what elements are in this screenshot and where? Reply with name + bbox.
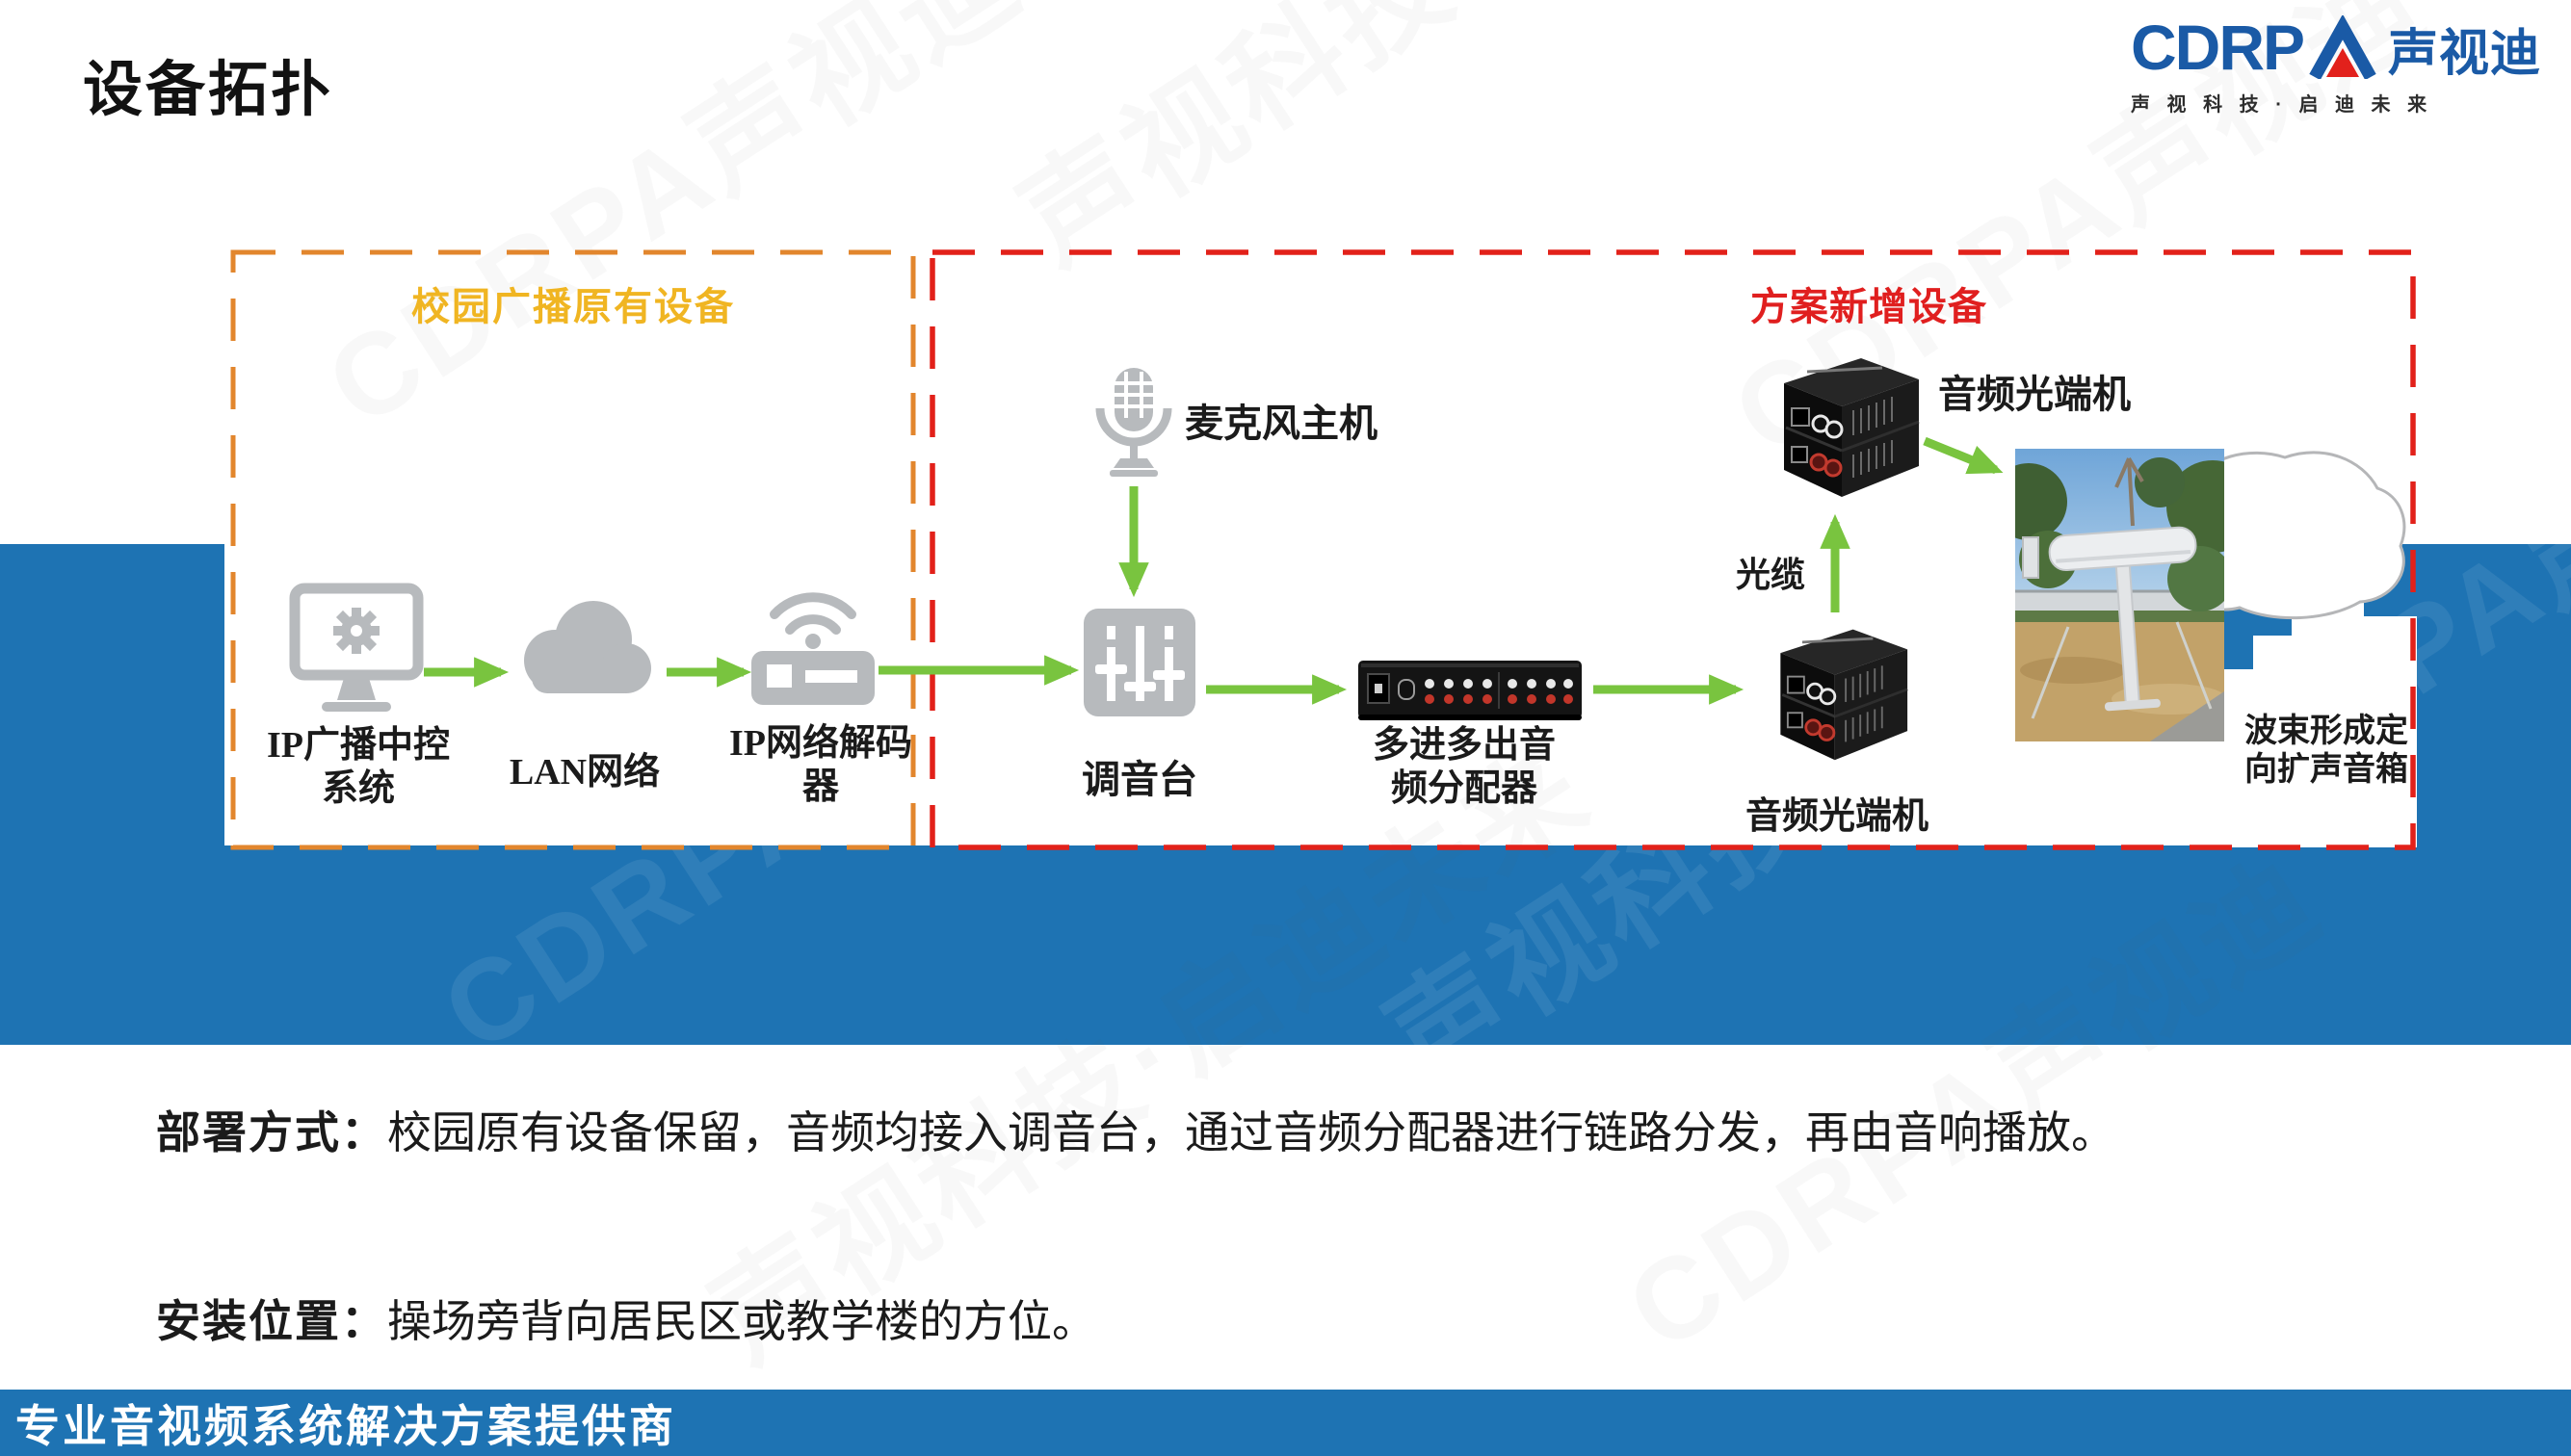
legacy-box-title: 校园广播原有设备 bbox=[411, 285, 735, 328]
label-speaker: 波束形成定 向扩声音箱 bbox=[2244, 713, 2408, 790]
arrow-optical-to-speaker bbox=[1923, 436, 2004, 475]
watermark: CDRPA声视迪 bbox=[289, 0, 1047, 458]
page-title: 设备拓扑 bbox=[83, 57, 334, 123]
label-optical-top: 音频光端机 bbox=[1938, 373, 2131, 416]
mixer-sliders-icon bbox=[1084, 609, 1195, 716]
audio-distributor-photo bbox=[1358, 661, 1582, 720]
microphone-icon bbox=[1095, 368, 1172, 477]
company-logo: CDRP 声视迪 声 视 科 技 · 启 迪 未 来 bbox=[2131, 15, 2564, 117]
optical-terminal-photo bbox=[1784, 358, 1920, 497]
label-line: IP广播中控 bbox=[266, 725, 450, 766]
optical-terminal-photo bbox=[1780, 629, 1908, 761]
label-mic: 麦克风主机 bbox=[1185, 402, 1377, 445]
monitor-gear-icon bbox=[289, 583, 424, 712]
deploy-note: 部署方式：校园原有设备保留，音频均接入调音台，通过音频分配器进行链路分发，再由音… bbox=[156, 1098, 2115, 1161]
label-mixer: 调音台 bbox=[1082, 758, 1197, 801]
logo-letter-a-icon bbox=[2309, 15, 2376, 79]
install-note-text: 操场旁背向居民区或教学楼的方位。 bbox=[387, 1296, 1096, 1346]
label-distributor: 多进多出音 频分配器 bbox=[1368, 724, 1561, 811]
logo-brand-text: CDRP bbox=[2131, 12, 2305, 83]
install-note: 安装位置：操场旁背向居民区或教学楼的方位。 bbox=[156, 1287, 1096, 1350]
footer-text: 专业音视频系统解决方案提供商 bbox=[15, 1400, 676, 1451]
deploy-note-text: 校园原有设备保留，音频均接入调音台，通过音频分配器进行链路分发，再由音响播放。 bbox=[387, 1107, 2115, 1157]
label-cable: 光缆 bbox=[1736, 556, 1806, 594]
label-line: 系统 bbox=[321, 767, 395, 809]
logo-tagline: 声 视 科 技 · 启 迪 未 来 bbox=[2131, 94, 2433, 116]
deploy-note-label: 部署方式： bbox=[156, 1107, 387, 1157]
label-ip-control: IP广播中控 系统 bbox=[252, 724, 464, 811]
footer-bar: 专业音视频系统解决方案提供商 bbox=[0, 1390, 2571, 1456]
label-line: 向扩声音箱 bbox=[2244, 752, 2408, 789]
label-line: 多进多出音 bbox=[1372, 725, 1556, 766]
wifi-router-icon bbox=[751, 592, 875, 705]
label-lan: LAN网络 bbox=[509, 752, 661, 793]
label-line: 波束形成定 bbox=[2244, 714, 2408, 749]
install-note-label: 安装位置： bbox=[156, 1296, 387, 1346]
new-box-title: 方案新增设备 bbox=[1750, 285, 1987, 328]
label-line: 器 bbox=[801, 766, 839, 807]
outdoor-speaker-photo bbox=[2015, 449, 2224, 741]
logo-brand-cn: 声视迪 bbox=[2388, 26, 2542, 82]
cloud-icon bbox=[524, 601, 651, 693]
label-optical-bottom: 音频光端机 bbox=[1745, 796, 1929, 837]
label-line: IP网络解码 bbox=[728, 723, 912, 764]
label-decoder: IP网络解码 器 bbox=[724, 722, 917, 809]
label-line: 频分配器 bbox=[1390, 767, 1537, 809]
